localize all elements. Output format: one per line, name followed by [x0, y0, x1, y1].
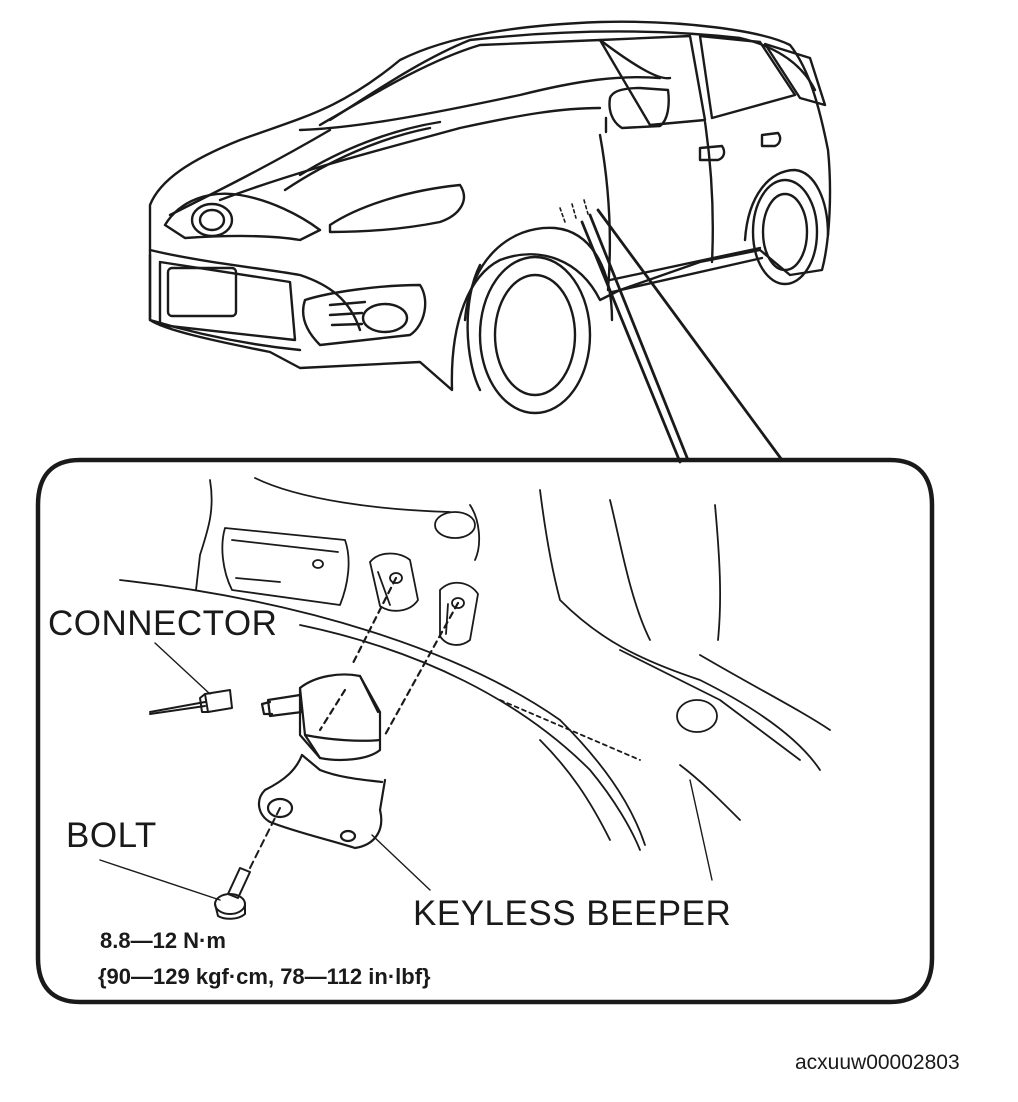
connector-label: CONNECTOR [48, 604, 278, 643]
bolt [214, 807, 281, 920]
fender-detail [119, 477, 831, 851]
vehicle-illustration [148, 20, 832, 415]
harness-connector [149, 689, 233, 715]
leader-lines [99, 642, 713, 901]
bolt-leader [99, 859, 221, 901]
keyless-beeper-label: KEYLESS BEEPER [413, 894, 732, 933]
fender-leader [689, 779, 713, 881]
connector-leader [154, 642, 211, 695]
torque-spec-metric: 8.8—12 N·m [100, 928, 226, 953]
figure-id: acxuuw00002803 [795, 1051, 960, 1074]
torque-spec-alternate: {90—129 kgf·cm, 78—112 in·lbf} [98, 964, 431, 989]
bolt-label: BOLT [66, 816, 157, 855]
detail-callout-frame [35, 457, 935, 1005]
keyless-beeper-leader [371, 834, 431, 891]
zoom-callout-lines [580, 208, 784, 464]
keyless-beeper-unit [257, 576, 460, 850]
